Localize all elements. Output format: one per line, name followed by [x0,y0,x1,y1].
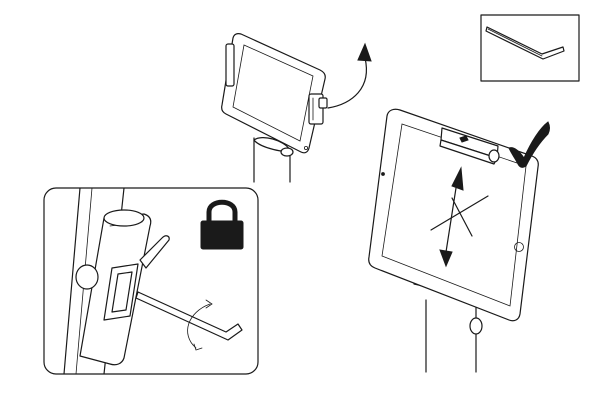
curved-arrow-icon [328,44,371,108]
lock-detail-inset [44,188,258,374]
tablet-top [222,34,326,153]
allen-key-icon [486,27,564,59]
tablet-on-stand-top [222,34,371,182]
tablet-mounted-final [369,109,550,372]
padlock-icon [201,202,243,249]
allen-key-inset [481,15,579,81]
side-clamp-top [309,94,327,124]
